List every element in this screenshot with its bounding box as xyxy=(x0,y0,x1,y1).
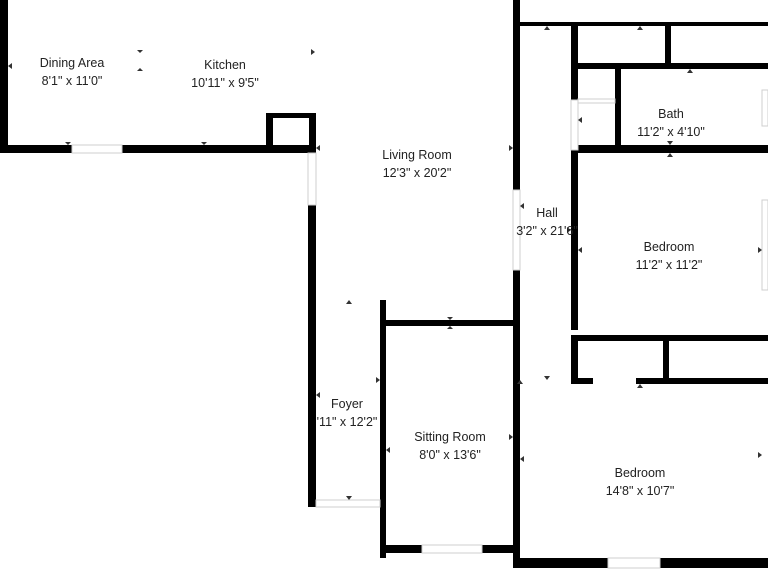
arrow-marker xyxy=(447,317,453,320)
arrow-marker xyxy=(637,26,643,30)
room-name: Dining Area xyxy=(39,56,105,70)
wall xyxy=(665,26,671,66)
arrow-marker xyxy=(65,142,71,145)
room-label-foyer: Foyer '11" x 12'2" xyxy=(317,395,378,431)
wall xyxy=(266,113,273,153)
arrow-marker xyxy=(311,49,315,55)
arrow-marker xyxy=(567,227,571,233)
wall xyxy=(571,145,768,153)
arrow-marker xyxy=(578,117,582,123)
arrow-marker xyxy=(316,392,320,398)
window xyxy=(315,499,381,508)
arrow-marker xyxy=(8,63,12,69)
room-dimensions: 11'2" x 11'2" xyxy=(635,258,703,272)
arrow-marker xyxy=(376,377,380,383)
window xyxy=(607,557,661,569)
room-label-hall: Hall 3'2" x 21'6" xyxy=(516,204,578,240)
room-name: Living Room xyxy=(382,148,452,162)
arrow-marker xyxy=(667,141,673,145)
arrow-marker xyxy=(637,384,643,388)
arrow-marker xyxy=(758,452,762,458)
room-name: Foyer xyxy=(331,397,363,411)
room-name: Hall xyxy=(536,206,558,220)
wall xyxy=(513,26,520,568)
dimension-arrows xyxy=(8,26,762,500)
wall xyxy=(266,113,316,118)
arrow-marker xyxy=(517,380,523,384)
room-name: Bedroom xyxy=(614,466,666,480)
arrow-marker xyxy=(520,203,524,209)
arrow-marker xyxy=(509,434,513,440)
window xyxy=(761,89,768,127)
wall xyxy=(571,337,578,384)
windows xyxy=(71,89,768,569)
room-name: Bath xyxy=(658,107,684,121)
wall xyxy=(513,0,520,22)
arrow-marker xyxy=(201,142,207,145)
room-dimensions: 10'11" x 9'5" xyxy=(191,76,259,90)
arrow-marker xyxy=(346,496,352,500)
wall xyxy=(384,320,515,326)
arrow-marker xyxy=(447,326,453,329)
window xyxy=(761,199,768,291)
room-label-bedroom-1: Bedroom 11'2" x 11'2" xyxy=(636,238,703,274)
arrow-marker xyxy=(758,247,762,253)
arrow-marker xyxy=(316,145,320,151)
arrow-marker xyxy=(137,68,143,71)
room-dimensions: 14'8" x 10'7" xyxy=(605,484,675,498)
arrow-marker xyxy=(544,376,550,380)
room-dimensions: 11'2" x 4'10" xyxy=(637,125,705,139)
room-dimensions: '11" x 12'2" xyxy=(316,415,378,429)
arrow-marker xyxy=(520,456,524,462)
wall xyxy=(571,335,768,341)
room-name: Sitting Room xyxy=(414,430,486,444)
room-name: Kitchen xyxy=(204,58,246,72)
window xyxy=(570,99,579,151)
arrow-marker xyxy=(544,26,550,30)
room-dimensions: 8'0" x 13'6" xyxy=(419,448,481,462)
arrow-marker xyxy=(137,50,143,53)
room-label-bath: Bath 11'2" x 4'10" xyxy=(637,105,705,141)
wall xyxy=(380,300,386,558)
window xyxy=(577,98,616,104)
arrow-marker xyxy=(667,153,673,157)
wall xyxy=(636,378,768,384)
wall xyxy=(0,145,72,153)
window xyxy=(421,544,483,554)
wall xyxy=(571,378,593,384)
room-label-sitting: Sitting Room 8'0" x 13'6" xyxy=(414,428,486,464)
wall xyxy=(0,0,8,153)
wall xyxy=(663,335,669,382)
wall xyxy=(571,150,578,330)
window xyxy=(307,152,317,206)
room-dimensions: 8'1" x 11'0" xyxy=(41,74,103,88)
arrow-marker xyxy=(509,145,513,151)
arrow-marker xyxy=(346,300,352,304)
room-dimensions: 12'3" x 20'2" xyxy=(382,166,452,180)
wall xyxy=(308,205,316,507)
arrow-marker xyxy=(578,247,582,253)
room-label-dining: Dining Area 8'1" x 11'0" xyxy=(40,54,105,90)
room-label-kitchen: Kitchen 10'11" x 9'5" xyxy=(191,56,259,92)
room-label-bedroom-2: Bedroom 14'8" x 10'7" xyxy=(606,464,675,500)
arrow-marker xyxy=(687,69,693,73)
wall xyxy=(122,145,314,153)
arrow-marker xyxy=(386,447,390,453)
wall xyxy=(615,63,621,149)
window xyxy=(512,189,521,271)
room-label-living: Living Room 12'3" x 20'2" xyxy=(382,146,451,182)
window xyxy=(71,144,123,154)
room-dimensions: 3'2" x 21'6" xyxy=(516,224,578,238)
wall xyxy=(513,22,768,26)
room-name: Bedroom xyxy=(643,240,695,254)
wall xyxy=(309,113,316,153)
